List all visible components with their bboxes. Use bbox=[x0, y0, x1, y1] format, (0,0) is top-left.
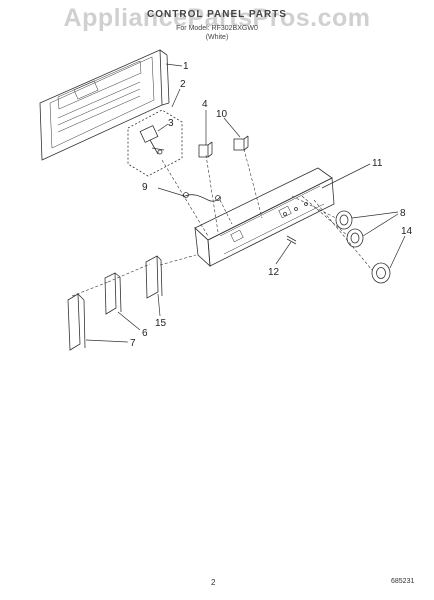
switch-part-4 bbox=[198, 141, 213, 158]
leader-lines bbox=[85, 63, 406, 343]
callout-3: 3 bbox=[168, 118, 174, 129]
color-line: (White) bbox=[205, 34, 229, 41]
callout-7: 7 bbox=[130, 338, 136, 349]
wire-harness bbox=[182, 192, 221, 202]
callout-4: 4 bbox=[202, 99, 208, 110]
part-code: 685231 bbox=[391, 578, 415, 585]
switch-assembly-box bbox=[127, 109, 183, 177]
rear-console-panel bbox=[39, 49, 170, 161]
diagram-title: CONTROL PANEL PARTS bbox=[147, 9, 287, 20]
callout-11: 11 bbox=[372, 158, 383, 169]
knob-1 bbox=[335, 210, 353, 230]
bracket-part-6 bbox=[104, 272, 122, 315]
callout-8: 8 bbox=[400, 208, 406, 219]
watermark: AppliancePartsPros.com bbox=[63, 4, 371, 32]
control-panel bbox=[194, 167, 335, 267]
callout-14: 14 bbox=[401, 226, 413, 237]
callout-10: 10 bbox=[216, 109, 228, 120]
callout-12: 12 bbox=[268, 267, 280, 278]
callout-2: 2 bbox=[180, 79, 186, 90]
callout-numbers: 1 2 3 4 10 11 9 8 14 12 6 15 7 bbox=[130, 61, 413, 349]
switch-part-10 bbox=[233, 135, 249, 151]
end-cap-part-7 bbox=[67, 293, 86, 351]
callout-1: 1 bbox=[183, 61, 189, 72]
callout-9: 9 bbox=[142, 182, 148, 193]
clip-part-12 bbox=[286, 235, 297, 245]
page-number: 2 bbox=[211, 578, 216, 587]
bracket-part-15 bbox=[145, 255, 163, 299]
model-line: For Model: RF302BXGW0 bbox=[176, 25, 258, 32]
callout-15: 15 bbox=[155, 318, 167, 329]
knob-3 bbox=[371, 262, 391, 284]
callout-6: 6 bbox=[142, 328, 148, 339]
alignment-lines bbox=[71, 148, 373, 297]
knob-2 bbox=[346, 228, 364, 248]
